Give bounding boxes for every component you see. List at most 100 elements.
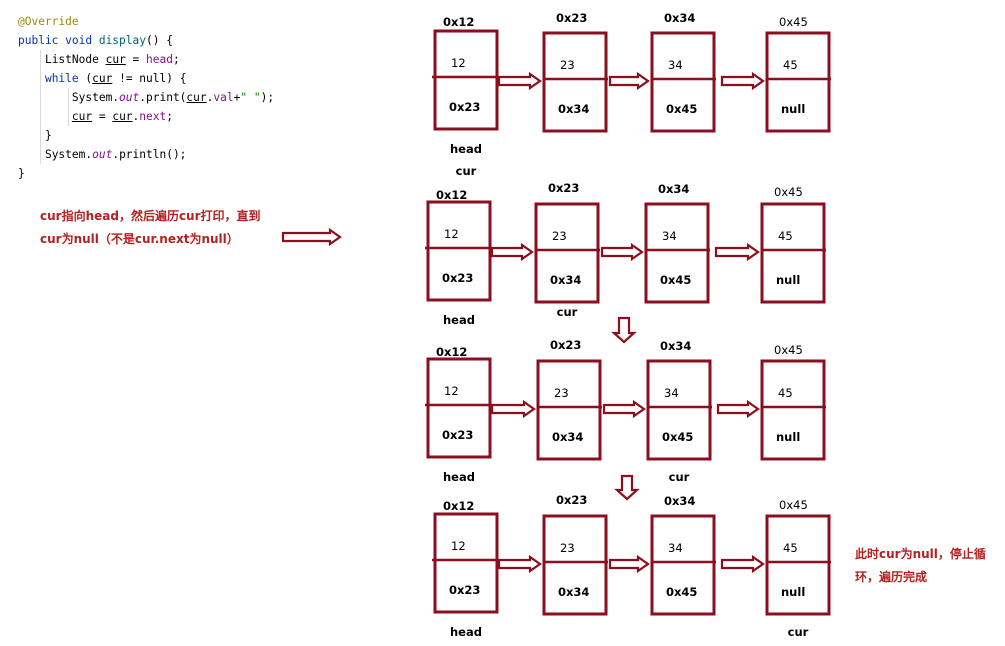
node-value: 12 bbox=[444, 227, 459, 241]
node-value: 23 bbox=[560, 58, 575, 72]
next-arrow bbox=[608, 71, 650, 91]
explanation-note: cur指向head，然后遍历cur打印，直到 cur为null（不是cur.ne… bbox=[40, 205, 261, 251]
node-value: 23 bbox=[560, 541, 575, 555]
code-line-2: public void display() { bbox=[18, 31, 274, 50]
node-box bbox=[426, 200, 492, 302]
node-address: 0x12 bbox=[443, 15, 474, 29]
node-next: 0x23 bbox=[449, 100, 480, 114]
code-keyword: public void bbox=[18, 34, 99, 47]
code-string: " " bbox=[240, 91, 261, 104]
next-arrow bbox=[608, 554, 650, 574]
node-address: 0x34 bbox=[664, 11, 695, 25]
code-static-field: out bbox=[119, 91, 140, 104]
node-value: 34 bbox=[664, 386, 679, 400]
pointer-label-head: head bbox=[443, 470, 475, 484]
next-arrow bbox=[497, 554, 542, 574]
next-arrow bbox=[720, 71, 765, 91]
node-value: 34 bbox=[668, 58, 683, 72]
pointer-label-head: head bbox=[443, 313, 475, 327]
next-arrow bbox=[490, 242, 534, 262]
code-text: .println(); bbox=[112, 148, 187, 161]
node-next: null bbox=[781, 102, 805, 116]
code-variable: cur bbox=[92, 72, 113, 85]
node-value: 12 bbox=[451, 539, 466, 553]
node-next: 0x23 bbox=[442, 271, 473, 285]
node-box bbox=[542, 31, 608, 133]
node-box bbox=[760, 359, 826, 461]
node-value: 34 bbox=[668, 541, 683, 555]
code-text: ( bbox=[78, 72, 93, 85]
code-line-6: cur = cur.next; bbox=[18, 107, 274, 126]
node-box bbox=[534, 202, 600, 304]
node-next: 0x45 bbox=[666, 102, 697, 116]
code-line-8: System.out.println(); bbox=[18, 145, 274, 164]
code-text: + bbox=[233, 91, 241, 104]
code-text: ); bbox=[260, 91, 275, 104]
next-arrow bbox=[497, 71, 542, 91]
code-text: ; bbox=[172, 53, 180, 66]
node-value: 45 bbox=[778, 386, 793, 400]
node-value: 12 bbox=[444, 384, 459, 398]
node-address: 0x34 bbox=[664, 494, 695, 508]
node-next: 0x34 bbox=[558, 585, 589, 599]
node-next: 0x23 bbox=[449, 583, 480, 597]
next-arrow bbox=[602, 399, 646, 419]
node-next: 0x45 bbox=[666, 585, 697, 599]
node-address: 0x23 bbox=[556, 493, 587, 507]
code-block: @Override public void display() { ListNo… bbox=[18, 12, 274, 183]
code-line-9: } bbox=[18, 164, 274, 183]
node-box bbox=[426, 357, 492, 459]
node-box bbox=[433, 512, 499, 614]
node-address: 0x12 bbox=[436, 345, 467, 359]
indent-guide bbox=[40, 50, 41, 164]
pointer-label-head: head bbox=[450, 142, 482, 156]
code-text: ; bbox=[166, 110, 173, 123]
node-next: 0x45 bbox=[660, 273, 691, 287]
code-text: = bbox=[92, 110, 113, 123]
node-box bbox=[646, 359, 712, 461]
node-value: 34 bbox=[662, 229, 677, 243]
code-field: val bbox=[213, 91, 234, 104]
node-address: 0x45 bbox=[774, 185, 803, 199]
node-box bbox=[650, 514, 716, 616]
code-variable: cur bbox=[105, 53, 126, 66]
node-box bbox=[765, 514, 831, 616]
node-address: 0x23 bbox=[548, 181, 579, 195]
node-box bbox=[760, 202, 826, 304]
node-value: 45 bbox=[783, 58, 798, 72]
code-variable: cur bbox=[186, 91, 207, 104]
pointer-label-cur: cur bbox=[456, 164, 477, 178]
code-text: .print( bbox=[139, 91, 187, 104]
end-note-line-2: 环，遍历完成 bbox=[855, 570, 928, 584]
code-text: System. bbox=[44, 148, 93, 161]
code-text: } bbox=[44, 129, 52, 142]
node-next: 0x45 bbox=[662, 430, 693, 444]
node-next: null bbox=[776, 430, 800, 444]
node-next: 0x34 bbox=[558, 102, 589, 116]
node-address: 0x23 bbox=[550, 338, 581, 352]
code-keyword: while bbox=[44, 72, 79, 85]
code-method-name: display bbox=[98, 34, 146, 47]
code-text: System. bbox=[71, 91, 120, 104]
node-next: 0x34 bbox=[552, 430, 583, 444]
note-line-2: cur为null（不是cur.next为null） bbox=[40, 232, 239, 246]
pointer-label-head: head bbox=[450, 625, 482, 639]
node-next: 0x23 bbox=[442, 428, 473, 442]
node-next: null bbox=[781, 585, 805, 599]
next-arrow bbox=[600, 242, 644, 262]
node-box bbox=[644, 202, 710, 304]
node-box bbox=[536, 359, 602, 461]
code-annotation: @Override bbox=[18, 15, 79, 28]
code-variable: cur bbox=[71, 110, 93, 123]
pointer-label-cur: cur bbox=[557, 305, 578, 319]
node-address: 0x34 bbox=[658, 182, 689, 196]
code-text: () { bbox=[145, 34, 173, 47]
node-address: 0x23 bbox=[556, 11, 587, 25]
code-text: } bbox=[18, 167, 25, 180]
code-line-1: @Override bbox=[18, 12, 274, 31]
code-text: . bbox=[132, 110, 140, 123]
step-down-arrow bbox=[614, 474, 640, 501]
node-box bbox=[765, 31, 831, 133]
node-box bbox=[433, 29, 499, 131]
